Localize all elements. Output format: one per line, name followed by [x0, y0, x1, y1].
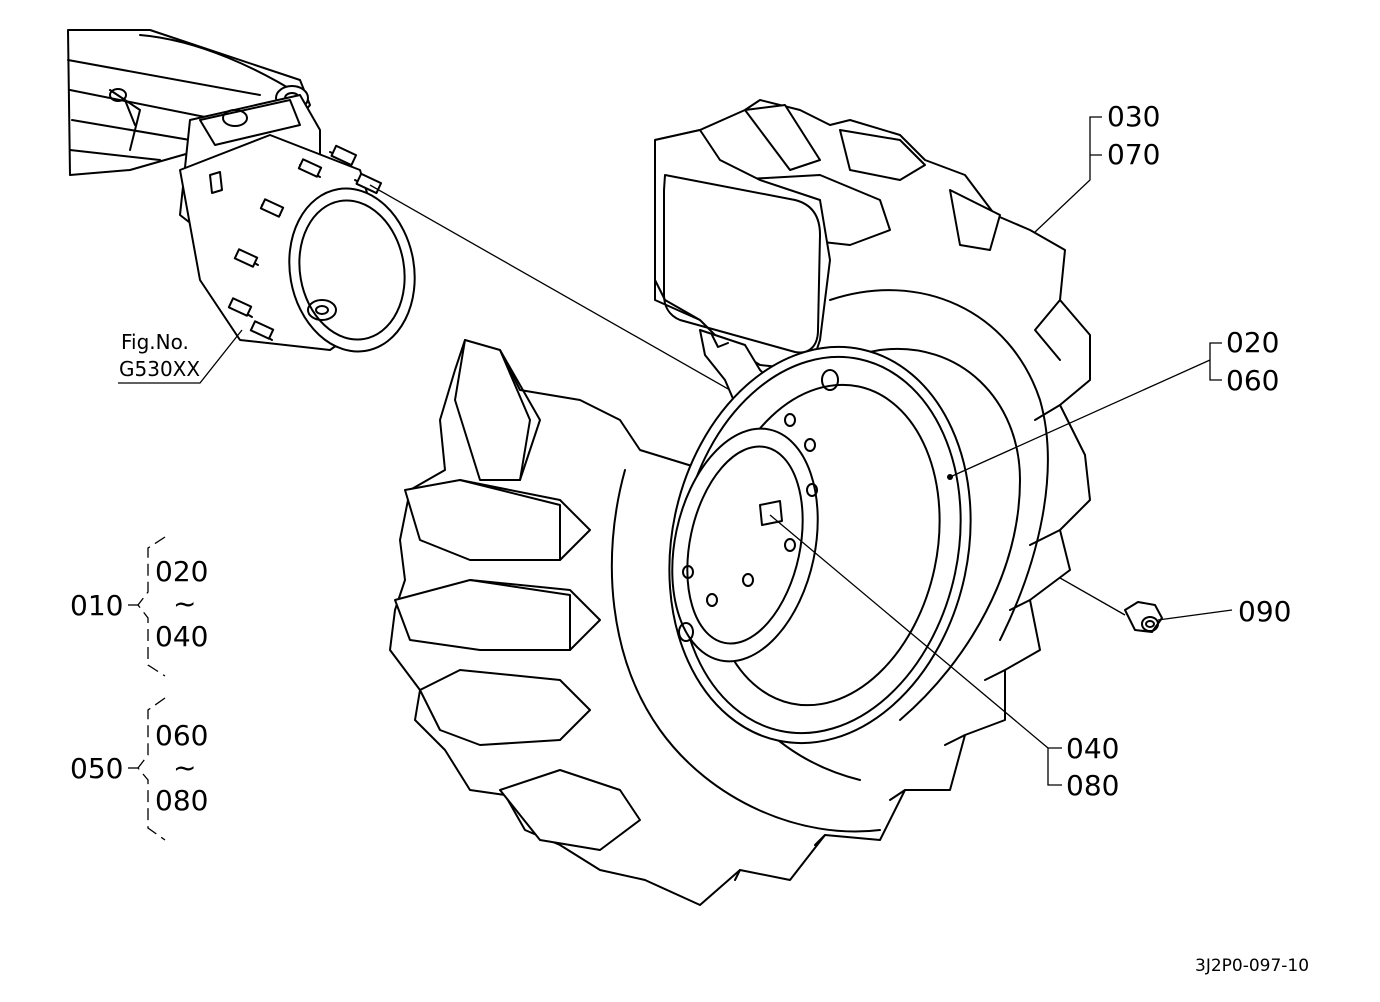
assembly-010-to: 040 — [155, 620, 209, 653]
callout-040: 040 — [1066, 732, 1120, 765]
reference-fig-label: Fig.No. — [121, 330, 189, 354]
assembly-010-tilde: ~ — [173, 587, 197, 620]
callout-090: 090 — [1238, 595, 1292, 628]
assembly-050-from: 060 — [155, 719, 209, 752]
rim-bolt-holes — [678, 413, 818, 642]
leader-020-060 — [949, 342, 1222, 478]
assembly-050-tilde: ~ — [173, 751, 197, 784]
assembly-bracket-050 — [128, 697, 166, 841]
callout-070: 070 — [1107, 138, 1161, 171]
callout-030: 030 — [1107, 100, 1161, 133]
callout-060: 060 — [1226, 364, 1280, 397]
assembly-050-to: 080 — [155, 784, 209, 817]
leader-090 — [1157, 609, 1233, 621]
callout-080: 080 — [1066, 769, 1120, 802]
assembly-010-from: 020 — [155, 555, 209, 588]
callout-020: 020 — [1226, 326, 1280, 359]
assembly-bracket-010 — [128, 536, 166, 677]
wheel-nut — [1124, 601, 1163, 633]
leader-040-080 — [769, 514, 1062, 786]
assembly-050-id: 050 — [70, 752, 124, 785]
fender-bracket — [654, 129, 831, 436]
wheel-rim — [668, 345, 972, 745]
axle-hub-assembly — [67, 29, 416, 353]
reference-leader — [118, 329, 243, 384]
drawing-id: 3J2P0-097-10 — [1195, 956, 1310, 976]
reference-fig-number: G530XX — [119, 357, 201, 381]
leader-030-070 — [1034, 116, 1102, 233]
assembly-010-id: 010 — [70, 589, 124, 622]
